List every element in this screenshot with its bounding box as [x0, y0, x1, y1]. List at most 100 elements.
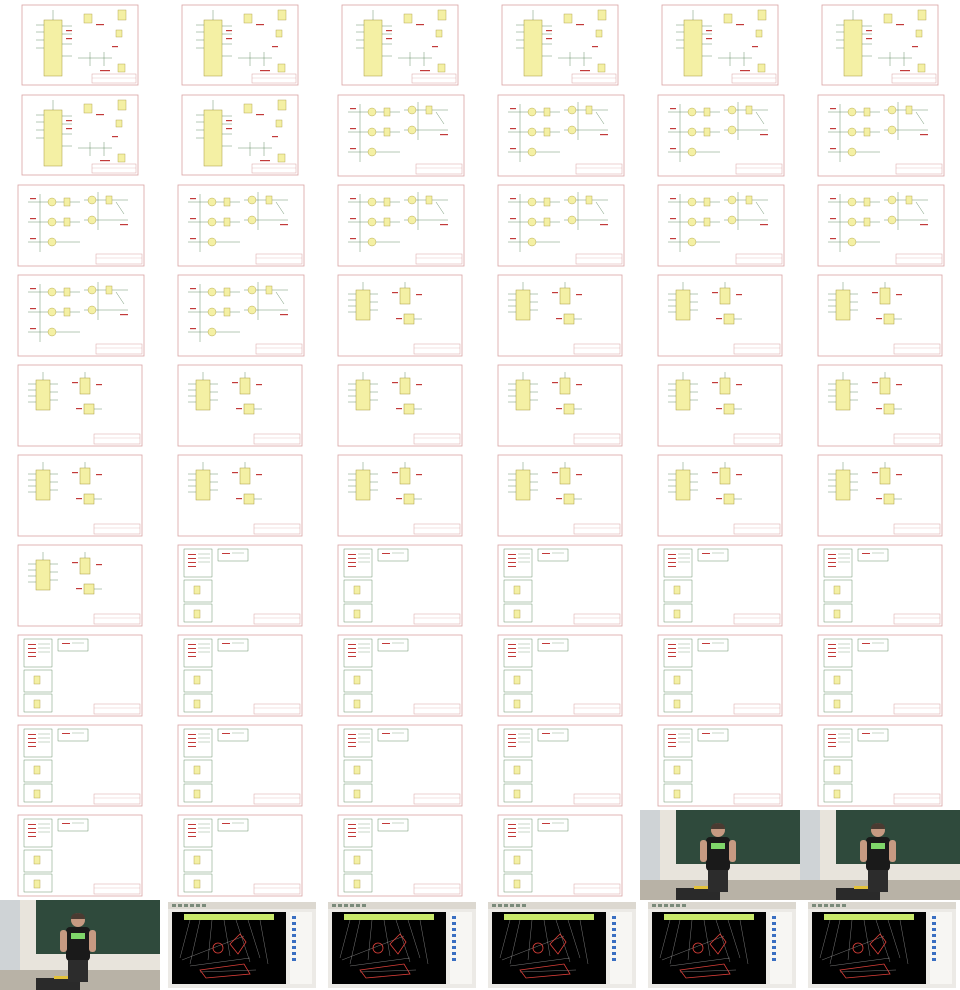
schematic-thumbnail: [17, 724, 143, 807]
schematic-thumbnail: [337, 544, 463, 627]
schematic-thumbnail: [497, 94, 625, 177]
thumbnail-transistor-schematic: [160, 180, 320, 270]
thumbnail-connector-schematic: [0, 810, 160, 900]
thumbnail-transistor-schematic: [0, 270, 160, 360]
schematic-thumbnail: [337, 454, 463, 537]
schematic-thumbnail: [337, 814, 463, 897]
thumbnail-speaker-photo: [800, 810, 960, 900]
schematic-thumbnail: [661, 4, 779, 86]
thumbnail-pcb-editor: [160, 900, 320, 990]
thumbnail-connector-schematic: [640, 630, 800, 720]
thumbnail-connector-schematic: [0, 630, 160, 720]
schematic-thumbnail: [657, 454, 783, 537]
schematic-thumbnail: [497, 814, 623, 897]
thumbnail-pcb-editor: [320, 900, 480, 990]
schematic-thumbnail: [497, 544, 623, 627]
thumbnail-connector-schematic: [480, 720, 640, 810]
speaker: [700, 823, 736, 892]
thumbnail-connector-schematic: [0, 720, 160, 810]
schematic-thumbnail: [657, 724, 783, 807]
photo-thumbnail: [0, 900, 160, 990]
schematic-thumbnail: [17, 634, 143, 717]
thumbnail-transistor-schematic: [480, 180, 640, 270]
pcb-editor-thumbnail: [168, 902, 316, 988]
schematic-thumbnail: [817, 94, 945, 177]
schematic-thumbnail: [497, 724, 623, 807]
thumbnail-transistor-schematic: [160, 270, 320, 360]
schematic-thumbnail: [181, 4, 299, 86]
photo-thumbnail: [800, 810, 960, 900]
schematic-thumbnail: [337, 94, 465, 177]
thumbnail-speaker-photo: [640, 810, 800, 900]
thumbnail-pcb-editor: [640, 900, 800, 990]
schematic-thumbnail: [177, 274, 305, 357]
thumbnail-connector-schematic: [160, 630, 320, 720]
schematic-thumbnail: [17, 544, 143, 627]
thumbnail-ic-schematic: [640, 360, 800, 450]
thumbnail-ic-schematic: [800, 450, 960, 540]
thumbnail-mcu-schematic: [800, 0, 960, 90]
schematic-thumbnail: [17, 814, 143, 897]
schematic-thumbnail: [177, 454, 303, 537]
thumbnail-mcu-schematic: [160, 90, 320, 180]
thumbnail-mcu-schematic: [0, 0, 160, 90]
thumbnail-transistor-schematic: [320, 90, 480, 180]
schematic-thumbnail: [17, 454, 143, 537]
schematic-thumbnail: [657, 184, 785, 267]
thumbnail-connector-schematic: [480, 540, 640, 630]
thumbnail-ic-schematic: [640, 450, 800, 540]
schematic-thumbnail: [177, 814, 303, 897]
thumbnail-transistor-schematic: [0, 180, 160, 270]
thumbnail-connector-schematic: [480, 810, 640, 900]
thumbnail-connector-schematic: [160, 540, 320, 630]
thumbnail-connector-schematic: [320, 540, 480, 630]
thumbnail-mcu-schematic: [320, 0, 480, 90]
thumbnail-ic-schematic: [800, 270, 960, 360]
thumbnail-transistor-schematic: [480, 90, 640, 180]
schematic-thumbnail: [657, 364, 783, 447]
thumbnail-ic-schematic: [800, 360, 960, 450]
schematic-thumbnail: [341, 4, 459, 86]
speaker: [60, 913, 96, 982]
thumbnail-ic-schematic: [160, 450, 320, 540]
thumbnail-transistor-schematic: [800, 180, 960, 270]
thumbnail-connector-schematic: [640, 720, 800, 810]
schematic-thumbnail: [337, 184, 465, 267]
schematic-thumbnail: [497, 364, 623, 447]
thumbnail-transistor-schematic: [320, 180, 480, 270]
thumbnail-ic-schematic: [0, 360, 160, 450]
thumbnail-ic-schematic: [480, 450, 640, 540]
thumbnail-ic-schematic: [160, 360, 320, 450]
pcb-editor-thumbnail: [808, 902, 956, 988]
schematic-thumbnail: [497, 274, 623, 357]
schematic-thumbnail: [817, 634, 943, 717]
thumbnail-connector-schematic: [320, 630, 480, 720]
schematic-thumbnail: [657, 274, 783, 357]
schematic-thumbnail: [337, 274, 463, 357]
schematic-thumbnail: [337, 364, 463, 447]
schematic-thumbnail: [657, 634, 783, 717]
schematic-thumbnail: [21, 4, 139, 86]
schematic-thumbnail: [817, 544, 943, 627]
thumbnail-pcb-editor: [480, 900, 640, 990]
thumbnail-connector-schematic: [640, 540, 800, 630]
schematic-thumbnail: [821, 4, 939, 86]
schematic-thumbnail: [177, 364, 303, 447]
thumbnail-ic-schematic: [480, 270, 640, 360]
speaker: [860, 823, 896, 892]
thumbnail-pcb-editor: [800, 900, 960, 990]
schematic-thumbnail: [657, 544, 783, 627]
schematic-thumbnail: [21, 94, 139, 176]
thumbnail-ic-schematic: [640, 270, 800, 360]
thumbnail-transistor-schematic: [640, 90, 800, 180]
schematic-thumbnail: [817, 364, 943, 447]
schematic-thumbnail: [177, 724, 303, 807]
thumbnail-transistor-schematic: [800, 90, 960, 180]
thumbnail-mcu-schematic: [640, 0, 800, 90]
photo-thumbnail: [640, 810, 800, 900]
schematic-thumbnail: [497, 454, 623, 537]
schematic-thumbnail: [497, 634, 623, 717]
thumbnail-speaker-photo: [0, 900, 160, 990]
thumbnail-connector-schematic: [800, 540, 960, 630]
schematic-thumbnail: [17, 274, 145, 357]
